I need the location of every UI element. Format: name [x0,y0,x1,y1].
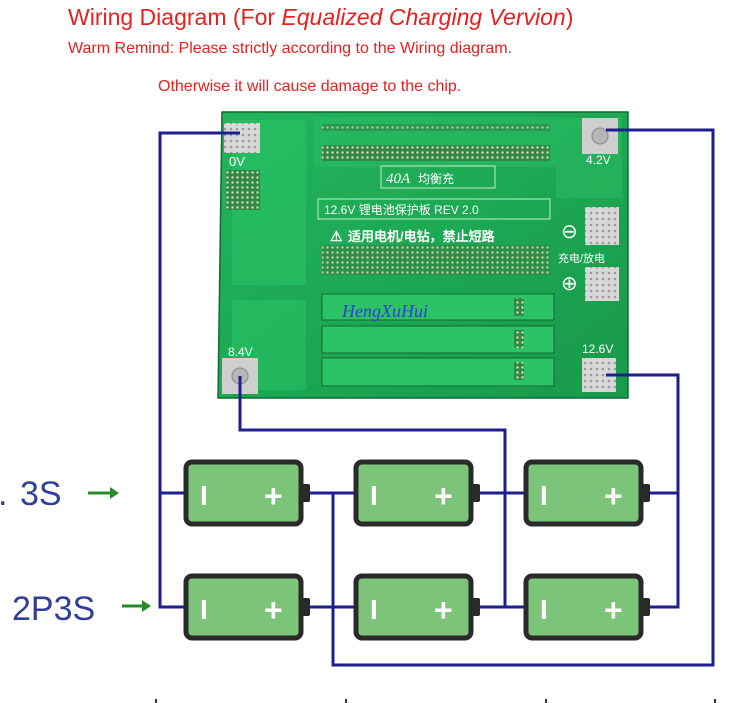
wires [158,128,715,667]
wire-8-4v [238,376,507,607]
label-8-4v: 8.4V [228,345,253,359]
battery-minus: I [370,480,378,511]
label-4-2v: 4.2V [586,153,611,167]
battery-minus: I [200,480,208,511]
config-2p3s-label: 2P3S [12,590,95,628]
board-brand: HengXuHui [341,301,428,321]
protection-board: 0V 4.2V 8.4V 12.6V 40A 均衡充 12.6V 锂电池保护板 … [217,111,629,399]
battery-row1-2: I + [353,459,480,527]
battery-array: I + I + I + I + I + [183,459,650,641]
title-prefix: Wiring Diagram (For [68,4,282,30]
board-rating-cn: 均衡充 [418,171,454,186]
battery-minus: I [540,594,548,625]
wire-4-2v [331,128,715,667]
minus-symbol: ⊖ [561,221,578,243]
battery-plus: + [604,592,623,628]
warm-remind-line-2: Otherwise it will cause damage to the ch… [158,78,462,95]
battery-plus: + [604,478,623,514]
battery-row2-2: I + [353,573,480,641]
battery-row2-1: I + [183,573,310,641]
battery-plus: + [264,592,283,628]
battery-row1-3: I + [523,459,650,527]
title-emphasis: Equalized Charging Vervion [281,4,566,30]
battery-plus: + [434,478,453,514]
pad-0v [224,123,260,153]
config-3s-label: 3S [20,475,62,513]
battery-minus: I [200,594,208,625]
diagram-title: Wiring Diagram (For Equalized Charging V… [68,4,573,31]
title-suffix: ) [565,4,574,30]
config-3s-fragment: . [0,475,7,513]
label-0v: 0V [229,154,245,169]
battery-minus: I [370,594,378,625]
board-rating: 40A [386,171,411,187]
arrow-2p3s-icon [122,600,151,612]
battery-plus: + [434,592,453,628]
board-model: 12.6V 锂电池保护板 REV 2.0 [324,202,479,217]
arrow-3s-icon [88,487,119,499]
battery-row2-3: I + [523,573,650,641]
label-12-6v: 12.6V [582,342,613,356]
board-warning: 适用电机/电钻，禁止短路 [348,229,496,244]
wire-12-6v [606,373,680,609]
battery-plus: + [264,478,283,514]
board-charge-discharge: 充电/放电 [558,251,605,265]
battery-row1-1: I + [183,459,310,527]
bottom-edge-marks [155,699,716,703]
warm-remind-line-1: Warm Remind: Please strictly according t… [68,40,512,57]
plus-symbol: ⊕ [561,273,578,295]
wire-0v [158,131,240,609]
battery-minus: I [540,480,548,511]
board-warning-icon: ⚠ [330,228,343,244]
